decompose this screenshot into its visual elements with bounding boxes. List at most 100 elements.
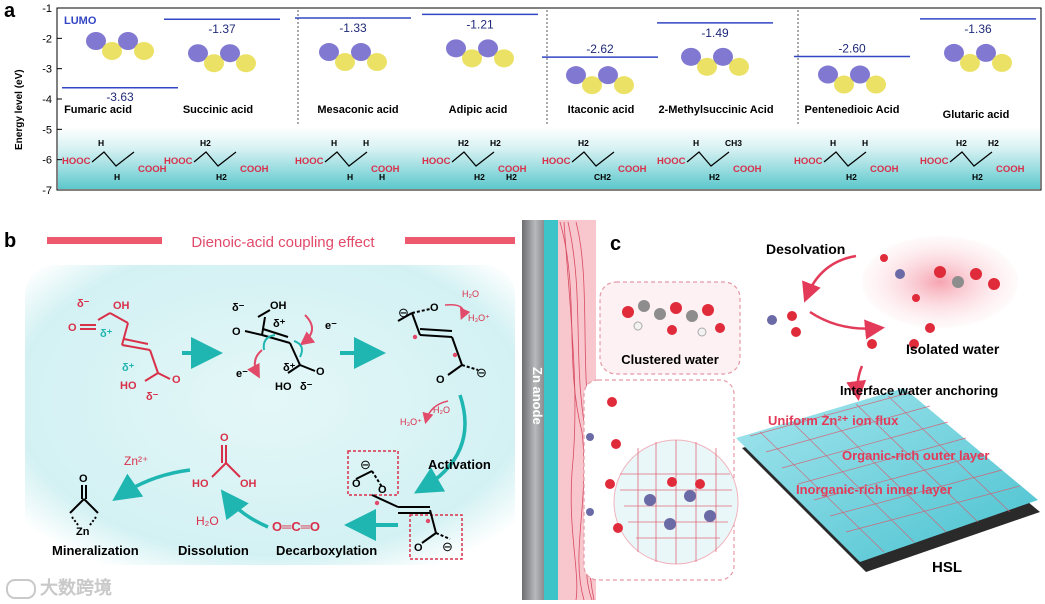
desolvation-arrow [802, 254, 857, 303]
formula-h: H [331, 138, 337, 148]
radical-dot-4 [425, 518, 431, 524]
minus-1: ⊖ [398, 305, 409, 320]
oh-1: OH [113, 300, 130, 312]
carbonic-oh: OH [240, 478, 257, 490]
e-minus-1: e⁻ [325, 320, 337, 332]
formula-left: HOOC [542, 156, 571, 167]
zn-anode-label: Zn anode [530, 367, 545, 425]
red-curve-2 [422, 400, 449, 425]
o-5: O [430, 302, 439, 314]
molecule-name: Adipic acid [449, 104, 508, 116]
formula-bond [91, 151, 135, 167]
orbital-illustration [944, 43, 1012, 72]
formula-bond [823, 151, 867, 167]
formula-h: H2 [578, 138, 589, 148]
molecule-name: Mesaconic acid [317, 104, 398, 116]
zoom-ions [644, 477, 716, 530]
fumaric-acid-molecule [80, 312, 171, 382]
teal-curl-1 [262, 334, 276, 351]
o-2: O [172, 374, 181, 386]
panel-b-letter: b [4, 230, 17, 252]
e-minus-2: e⁻ [236, 368, 248, 380]
formula-left: HOOC [422, 156, 451, 167]
o-4: O [316, 366, 325, 378]
delta-minus-3: δ⁻ [232, 302, 245, 314]
panel-c-letter: c [610, 233, 621, 255]
molecule-name: Glutaric acid [943, 109, 1010, 121]
dissolution-label: Dissolution [178, 543, 249, 558]
molecule-name: Succinic acid [183, 104, 253, 116]
molecule-name: 2-Methylsuccinic Acid [658, 104, 773, 116]
formula-h: H2 [956, 138, 967, 148]
solvated-cluster [880, 254, 1000, 302]
polarized-molecule [244, 309, 316, 374]
formula-h: H2 [216, 172, 227, 182]
formula-h: H2 [490, 138, 501, 148]
clustered-water-molecules [622, 300, 725, 337]
electron-arrow-2 [247, 349, 263, 379]
delta-minus-1: δ⁻ [77, 298, 90, 310]
formula-h: H2 [709, 172, 720, 182]
carbonic-ho: HO [192, 478, 209, 490]
delta-minus-2: δ⁻ [146, 391, 159, 403]
orbital-illustration [188, 44, 256, 73]
formula-bond [324, 151, 368, 167]
dissolution-h2o: H₂O [196, 514, 219, 528]
o-1: O [68, 322, 77, 334]
formula-bond [949, 151, 993, 167]
formula-right: COOH [371, 164, 400, 175]
formula-left: HOOC [62, 156, 91, 167]
formula-right: COOH [618, 164, 647, 175]
formula-h: H2 [846, 172, 857, 182]
delta-plus-4: δ⁺ [283, 362, 296, 374]
title-bar-left [47, 237, 162, 244]
formula-h: CH2 [594, 172, 611, 182]
y-tick-label: -4 [42, 94, 52, 106]
zn2-label: Zn²⁺ [124, 454, 148, 468]
panel-b: Dienoic-acid coupling effect δ⁻ OH O δ⁺ … [25, 234, 515, 565]
organic-outer-label: Organic-rich outer layer [842, 448, 989, 463]
co2-label: O═C═O [272, 519, 320, 534]
formula-h: H [693, 138, 699, 148]
formula-bond [193, 151, 237, 167]
red-curve-1 [444, 303, 471, 320]
radical-molecule [397, 308, 479, 376]
watermark-icon [6, 579, 36, 600]
formula-h: H [379, 172, 385, 182]
dividers [297, 10, 799, 125]
dissolution-arrow [220, 489, 269, 529]
ho-1: HO [120, 380, 137, 392]
formula-h: H [347, 172, 353, 182]
formula-bond [571, 151, 615, 167]
formula-bond [686, 151, 730, 167]
formula-h: CH3 [725, 138, 742, 148]
formula-right: COOH [733, 164, 762, 175]
formula-right: COOH [498, 164, 527, 175]
o-7: O [352, 478, 361, 490]
h2o-1: H₂O [462, 289, 479, 299]
inorganic-inner-label: Inorganic-rich inner layer [796, 482, 952, 497]
formula-h: H [830, 138, 836, 148]
oh-2: OH [270, 300, 287, 312]
lumo-value: -2.62 [586, 42, 614, 56]
mineralization-arrow [112, 468, 191, 501]
formula-right: COOH [138, 164, 167, 175]
lumo-value: -1.49 [701, 26, 729, 40]
decarboxylation-label: Decarboxylation [276, 543, 377, 558]
znco3-zn: Zn [76, 526, 90, 538]
formula-left: HOOC [920, 156, 949, 167]
teal-band [58, 127, 1040, 189]
formula-h: H [363, 138, 369, 148]
formula-left: HOOC [295, 156, 324, 167]
anchoring-arrow [846, 365, 867, 401]
lumo-value: -2.60 [838, 42, 866, 56]
lumo-value: -1.21 [466, 17, 494, 31]
formula-left: HOOC [794, 156, 823, 167]
y-tick-label: -2 [42, 33, 52, 45]
isolated-water-molecules [767, 311, 935, 349]
lumo-legend: LUMO [64, 15, 97, 27]
zn-anode-metal [522, 220, 544, 600]
formula-bond [451, 151, 495, 167]
